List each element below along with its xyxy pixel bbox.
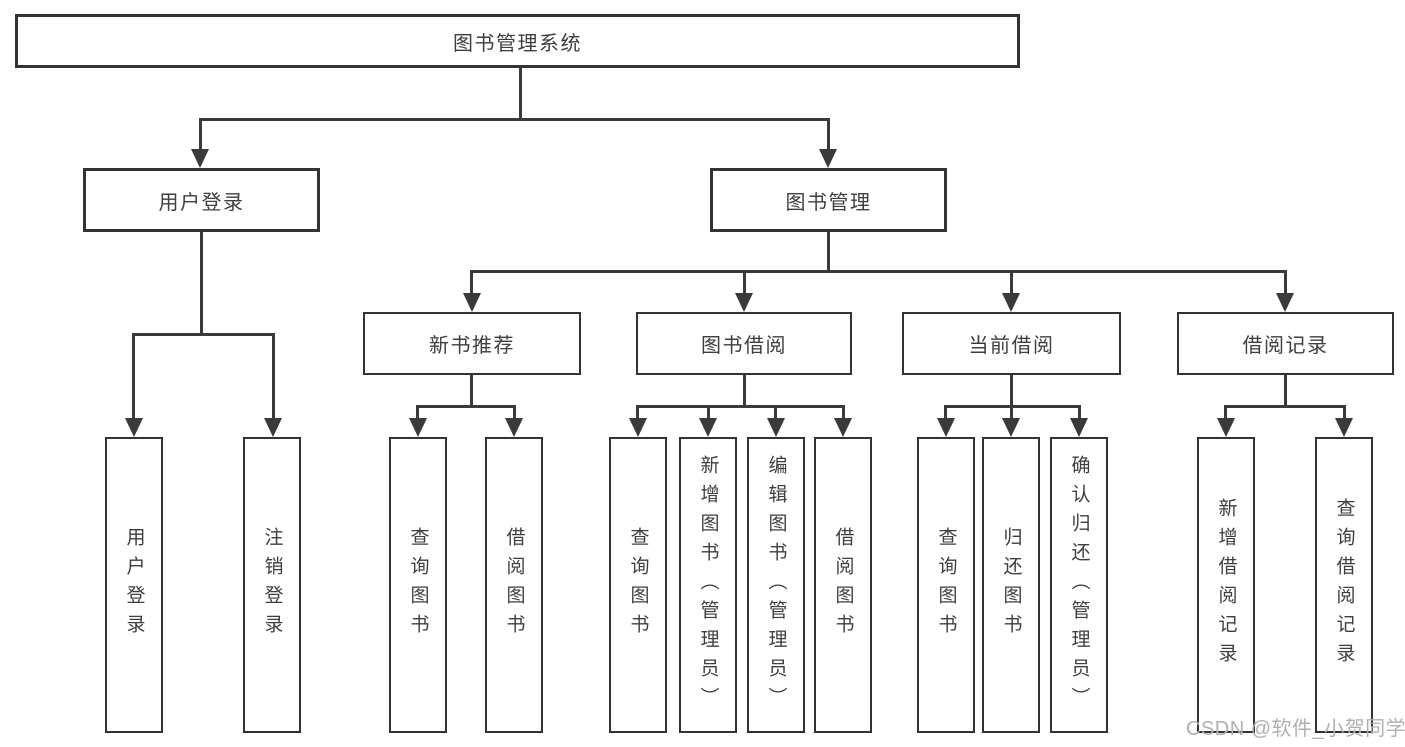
node-label: 查询图书 [407, 527, 429, 643]
connector-line [519, 67, 522, 120]
node-leaf-query-borrow-record: 查询借阅记录 [1315, 437, 1373, 733]
connector-line [470, 270, 473, 297]
node-leaf-add-borrow-record: 新增借阅记录 [1197, 437, 1255, 733]
connector-line [1010, 375, 1013, 407]
connector-line [636, 405, 845, 408]
node-label: 查询图书 [935, 527, 957, 643]
arrow-down-icon [1002, 418, 1020, 437]
node-label: 用户登录 [123, 527, 145, 643]
node-leaf-borrow-books: 借阅图书 [814, 437, 872, 733]
connector-line [416, 405, 419, 421]
node-current-borrowing: 当前借阅 [902, 312, 1121, 375]
connector-line [1284, 270, 1287, 297]
connector-line [513, 405, 516, 421]
connector-line [827, 118, 830, 154]
arrow-down-icon [834, 418, 852, 437]
node-new-book-recommendation: 新书推荐 [363, 312, 581, 375]
arrow-down-icon [125, 418, 143, 437]
connector-line [199, 118, 202, 154]
connector-line [827, 232, 830, 273]
arrow-down-icon [1217, 418, 1235, 437]
connector-line [1224, 405, 1227, 421]
connector-line [636, 405, 639, 421]
node-label: 用户登录 [158, 191, 245, 214]
connector-line [132, 333, 275, 336]
node-label: 归还图书 [1000, 527, 1022, 643]
connector-line [416, 405, 516, 408]
connector-line [842, 405, 845, 421]
arrow-down-icon [463, 293, 481, 312]
node-leaf-query-books-borrowing: 查询图书 [609, 437, 667, 733]
arrow-down-icon [735, 293, 753, 312]
connector-line [1343, 405, 1346, 421]
node-label: 查询借阅记录 [1333, 498, 1355, 672]
node-leaf-query-books-recommend: 查询图书 [389, 437, 447, 733]
node-label: 编辑图书（管理员） [765, 454, 787, 716]
connector-line [707, 405, 710, 421]
node-label: 新增借阅记录 [1215, 498, 1237, 672]
connector-line [1078, 405, 1081, 421]
node-leaf-edit-books-admin: 编辑图书（管理员） [747, 437, 805, 733]
arrow-down-icon [767, 418, 785, 437]
node-leaf-logout: 注销登录 [243, 437, 301, 733]
arrow-down-icon [1335, 418, 1353, 437]
connector-line [743, 375, 746, 407]
connector-line [944, 405, 947, 421]
arrow-down-icon [1276, 293, 1294, 312]
arrow-down-icon [1002, 293, 1020, 312]
arrow-down-icon [1070, 418, 1088, 437]
node-label: 查询图书 [627, 527, 649, 643]
node-leaf-confirm-return-admin: 确认归还（管理员） [1050, 437, 1108, 733]
connector-line [1010, 270, 1013, 297]
arrow-down-icon [191, 149, 209, 168]
node-book-borrowing: 图书借阅 [636, 312, 852, 375]
node-label: 图书管理系统 [453, 32, 582, 55]
node-leaf-query-books-current: 查询图书 [917, 437, 975, 733]
node-library-management-system: 图书管理系统 [15, 14, 1020, 68]
csdn-watermark: CSDN @软件_小贺同学 [1186, 718, 1405, 740]
connector-line [200, 232, 203, 336]
connector-line [1224, 405, 1346, 408]
node-label: 注销登录 [261, 527, 283, 643]
node-leaf-borrow-books-recommend: 借阅图书 [485, 437, 543, 733]
connector-line [132, 333, 135, 421]
node-label: 新书推荐 [429, 335, 515, 357]
arrow-down-icon [937, 418, 955, 437]
node-label: 图书借阅 [701, 335, 787, 357]
arrow-down-icon [819, 149, 837, 168]
node-borrowing-records: 借阅记录 [1177, 312, 1394, 375]
arrow-down-icon [409, 418, 427, 437]
connector-line [470, 375, 473, 407]
arrow-down-icon [699, 418, 717, 437]
node-label: 确认归还（管理员） [1068, 454, 1090, 716]
node-label: 借阅记录 [1242, 335, 1329, 357]
node-leaf-add-books-admin: 新增图书（管理员） [679, 437, 737, 733]
connector-line [774, 405, 777, 421]
connector-line [1010, 405, 1013, 421]
node-label: 借阅图书 [832, 527, 854, 643]
node-label: 新增图书（管理员） [697, 454, 719, 716]
arrow-down-icon [264, 418, 282, 437]
connector-line [1284, 375, 1287, 407]
arrow-down-icon [629, 418, 647, 437]
connector-line [470, 270, 1287, 273]
node-label: 图书管理 [785, 191, 872, 214]
node-label: 借阅图书 [503, 527, 525, 643]
node-user-login: 用户登录 [83, 168, 320, 232]
connector-line [743, 270, 746, 297]
node-book-management: 图书管理 [710, 168, 947, 232]
arrow-down-icon [505, 418, 523, 437]
connector-line [272, 333, 275, 421]
node-label: 当前借阅 [968, 335, 1055, 357]
node-leaf-user-login: 用户登录 [105, 437, 163, 733]
node-leaf-return-books: 归还图书 [982, 437, 1040, 733]
connector-line [199, 118, 830, 121]
